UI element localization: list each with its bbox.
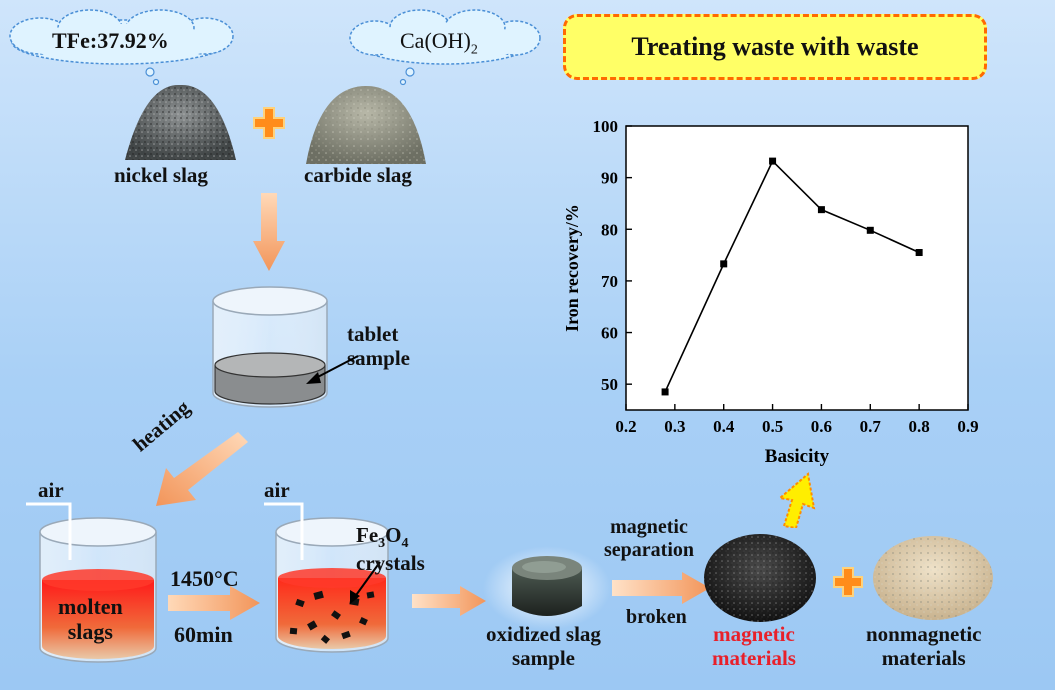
molten-line2: slags [67,619,113,645]
air-label-left: air [38,478,64,502]
fe3o4-4: 4 [401,536,409,552]
arrow-up-icon [777,472,816,528]
caoh2-label: Ca(OH)2 [400,28,478,58]
nonmagnetic-materials-image [873,536,993,620]
caoh2-cloud [349,9,541,86]
x-tick-label: 0.8 [909,417,930,436]
molten-cup [26,502,157,663]
caoh2-sub: 2 [470,42,478,58]
data-point [720,260,728,268]
x-tick-label: 0.5 [762,417,783,436]
fe3o4-label: Fe3O4 crystals [356,524,425,574]
title-box: Treating waste with waste [563,14,987,80]
nickel-slag-label: nickel slag [114,163,208,187]
fe3o4-3: 3 [378,536,386,552]
time-label: 60min [174,622,233,647]
tablet-label: tablet sample [347,322,410,370]
y-tick-label: 70 [601,272,618,291]
oxidized-line2: sample [511,646,575,671]
y-tick-label: 50 [601,375,618,394]
magsep-line2: separation [604,539,694,561]
nonmagnetic-line1: nonmagnetic [866,622,982,646]
oxidized-sample-image [483,546,611,630]
heating-arrow-icon [156,432,248,506]
y-tick-label: 60 [601,324,618,343]
x-tick-label: 0.7 [860,417,882,436]
caoh2-base: Ca(OH) [400,28,471,53]
tablet-line1: tablet [347,322,399,346]
crystal-cup [264,502,389,653]
y-tick-label: 100 [593,117,619,136]
data-point [817,206,825,214]
tablet-line2: sample [347,346,410,371]
nonmagnetic-line2: materials [881,646,966,671]
magnetic-materials-image [704,534,816,622]
tfe-cloud [9,9,234,86]
tablet-cup [212,286,328,408]
magnetic-materials-label: magnetic materials [712,622,796,670]
data-point [769,157,777,165]
x-tick-label: 0.3 [664,417,685,436]
series-line [664,159,920,393]
chart-plot-frame [625,125,969,411]
x-tick-label: 0.6 [811,417,832,436]
x-tick-label: 0.4 [713,417,735,436]
broken-label: broken [626,606,687,628]
nonmagnetic-label: nonmagnetic materials [866,622,982,670]
arrow-right-icon [612,572,710,604]
arrow-right-icon [168,586,260,620]
iron-recovery-chart: 50 60 70 80 90 100 0.2 0.3 0.4 0.5 0.6 0.7 0.8 0.9 I… [562,117,979,467]
oxidized-label: oxidized slag sample [486,622,601,670]
plus-icon [253,107,285,139]
temperature-label: 1450°C [170,566,239,591]
y-axis-label: Iron recovery/% [562,204,582,332]
carbide-slag-label: carbide slag [304,163,412,187]
magnetic-separation-label: magnetic separation [604,516,694,562]
data-point [915,249,923,257]
molten-line1: molten [58,594,123,619]
page-title: Treating waste with waste [631,32,919,61]
x-tick-label: 0.9 [957,417,978,436]
magsep-line1: magnetic [610,516,688,538]
fe3o4-o: O [385,523,402,547]
molten-label: molten slags [58,594,123,645]
fe3o4-formula: Fe3O4 [356,524,425,552]
x-axis-label: Basicity [765,446,830,467]
magnetic-line1: magnetic [713,622,795,646]
magnetic-line2: materials [712,646,796,671]
y-tick-label: 90 [601,169,618,188]
fe3o4-fe: Fe [356,523,379,547]
arrow-down-icon [253,193,285,271]
data-point [661,388,669,396]
tfe-label: TFe:37.92% [52,28,169,53]
x-tick-label: 0.2 [615,417,636,436]
y-tick-label: 80 [601,220,618,239]
pointer-arrow-icon [306,355,359,384]
carbide-slag-image [306,86,426,164]
air-label-right: air [264,478,290,502]
nickel-slag-image [125,84,236,160]
data-point [866,226,874,234]
oxidized-line1: oxidized slag [486,622,601,646]
plus-icon [833,567,863,597]
crystals-label: crystals [356,550,425,575]
arrow-right-icon [412,586,486,616]
